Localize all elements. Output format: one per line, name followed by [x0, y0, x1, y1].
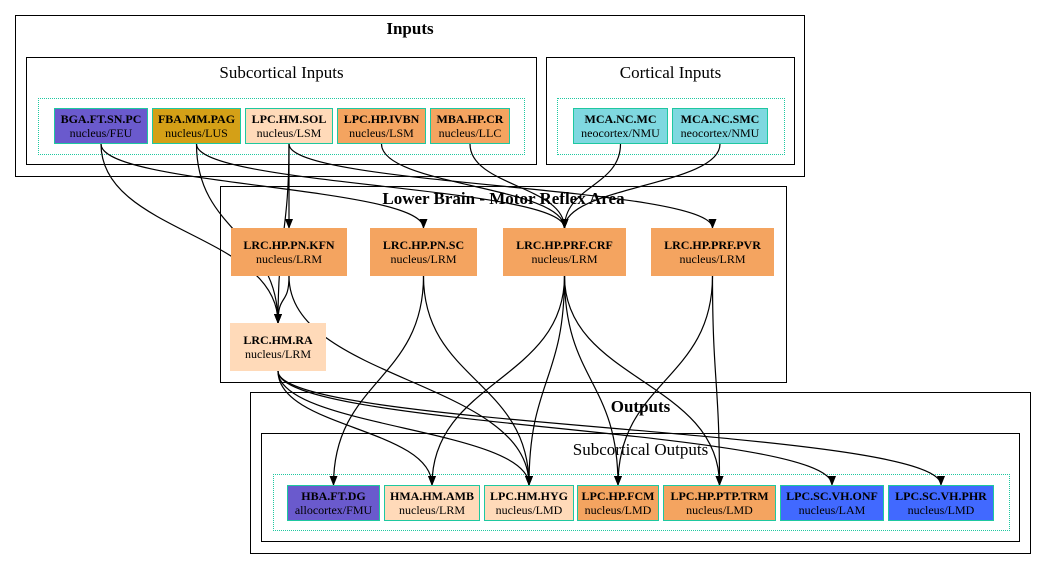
- cluster-title: Cortical Inputs: [619, 63, 722, 82]
- node-hba[interactable]: HBA.FT.DG allocortex/FMU: [287, 485, 380, 521]
- node-fba[interactable]: FBA.MM.PAG nucleus/LUS: [152, 108, 241, 144]
- node-name: MCA.NC.SMC: [680, 112, 760, 126]
- edge-lpc_sol-to-pvr: [288, 143, 717, 229]
- edge-fba-to-crf: [195, 143, 569, 229]
- node-type: neocortex/NMU: [581, 126, 660, 140]
- node-crf[interactable]: LRC.HP.PRF.CRF nucleus/LRM: [503, 228, 626, 276]
- node-fcm[interactable]: LPC.HP.FCM nucleus/LMD: [577, 485, 659, 521]
- node-type: allocortex/FMU: [294, 503, 373, 517]
- rank-group-cortical-inputs: [557, 98, 785, 155]
- edge-lpc_ivbn-to-crf: [380, 143, 569, 229]
- node-pvr[interactable]: LRC.HP.PRF.PVR nucleus/LRM: [651, 228, 774, 276]
- node-type: nucleus/LRM: [245, 347, 311, 361]
- node-trm[interactable]: LPC.HP.PTP.TRM nucleus/LMD: [663, 485, 776, 521]
- node-type: nucleus/FEU: [69, 126, 133, 140]
- node-bga[interactable]: BGA.FT.SN.PC nucleus/FEU: [54, 108, 148, 144]
- node-type: nucleus/LMD: [686, 503, 753, 517]
- cluster-subcortical-outputs: Subcortical Outputs: [261, 433, 1020, 542]
- node-name: LPC.HP.PTP.TRM: [670, 489, 769, 503]
- node-name: LRC.HP.PN.SC: [382, 238, 465, 252]
- node-name: LRC.HP.PRF.PVR: [664, 238, 761, 252]
- edge-mca_smc-to-crf: [560, 143, 721, 229]
- edge-pvr-to-trm: [711, 275, 724, 486]
- edge-sc-to-hyg: [422, 275, 533, 486]
- node-mca-smc[interactable]: MCA.NC.SMC neocortex/NMU: [672, 108, 768, 144]
- node-type: neocortex/NMU: [680, 126, 760, 140]
- cluster-title: Outputs: [610, 397, 671, 416]
- node-name: HMA.HM.AMB: [390, 489, 474, 503]
- node-mca-mc[interactable]: MCA.NC.MC neocortex/NMU: [573, 108, 668, 144]
- cluster-cortical-inputs: Cortical Inputs: [546, 57, 795, 165]
- node-name: LPC.SC.VH.PHR: [895, 489, 987, 503]
- node-hyg[interactable]: LPC.HM.HYG nucleus/LMD: [484, 485, 574, 521]
- node-type: nucleus/LRM: [390, 252, 457, 266]
- node-name: LPC.HP.IVBN: [343, 112, 420, 126]
- edge-mca_mc-to-crf: [560, 143, 622, 229]
- edge-crf-to-fcm: [563, 275, 622, 486]
- node-type: nucleus/LMD: [584, 503, 652, 517]
- cluster-title: Subcortical Outputs: [572, 440, 709, 459]
- node-name: BGA.FT.SN.PC: [60, 112, 142, 126]
- node-name: LPC.HM.SOL: [251, 112, 327, 126]
- node-type: nucleus/LMD: [907, 503, 975, 517]
- rank-group-subcortical-outputs: [273, 474, 1010, 531]
- node-type: nucleus/LRM: [679, 252, 746, 266]
- node-type: nucleus/LMD: [495, 503, 563, 517]
- cluster-title: Subcortical Inputs: [219, 63, 344, 82]
- edge-ra-to-onf: [277, 370, 836, 486]
- node-sc[interactable]: LRC.HP.PN.SC nucleus/LRM: [370, 228, 477, 276]
- edge-bga-to-sc: [100, 143, 428, 229]
- node-phr[interactable]: LPC.SC.VH.PHR nucleus/LMD: [888, 485, 994, 521]
- node-name: HBA.FT.DG: [301, 489, 366, 503]
- edge-sc-to-hba: [329, 275, 425, 486]
- node-lpc-sol[interactable]: LPC.HM.SOL nucleus/LSM: [245, 108, 333, 144]
- cluster-title: Inputs: [386, 19, 434, 38]
- node-type: nucleus/LSM: [349, 126, 414, 140]
- node-name: FBA.MM.PAG: [157, 112, 236, 126]
- rank-group-subcortical-inputs: [38, 98, 525, 155]
- node-type: nucleus/LRM: [531, 252, 598, 266]
- node-name: LPC.HP.FCM: [581, 489, 655, 503]
- edge-crf-to-amb: [428, 275, 566, 486]
- node-type: nucleus/LRM: [399, 503, 465, 517]
- node-type: nucleus/LLC: [438, 126, 502, 140]
- node-name: LPC.HM.HYG: [490, 489, 568, 503]
- node-type: nucleus/LRM: [256, 252, 322, 266]
- node-name: LRC.HP.PN.KFN: [243, 238, 335, 252]
- node-type: nucleus/LSM: [256, 126, 322, 140]
- cluster-subcortical-inputs: Subcortical Inputs: [26, 57, 537, 165]
- node-name: LPC.SC.VH.ONF: [786, 489, 878, 503]
- node-name: LRC.HM.RA: [243, 333, 313, 347]
- node-name: LRC.HP.PRF.CRF: [516, 238, 613, 252]
- node-lpc-ivbn[interactable]: LPC.HP.IVBN nucleus/LSM: [337, 108, 426, 144]
- edge-crf-to-trm: [563, 275, 724, 486]
- node-kfn[interactable]: LRC.HP.PN.KFN nucleus/LRM: [231, 228, 347, 276]
- edge-mba-to-crf: [469, 143, 569, 229]
- node-ra[interactable]: LRC.HM.RA nucleus/LRM: [230, 323, 326, 371]
- edge-ra-to-amb: [277, 370, 436, 486]
- edge-bga-to-ra: [100, 143, 282, 324]
- edge-pvr-to-fcm: [614, 275, 714, 486]
- node-amb[interactable]: HMA.HM.AMB nucleus/LRM: [384, 485, 480, 521]
- node-type: nucleus/LAM: [798, 503, 866, 517]
- edge-kfn-to-ra: [274, 275, 290, 324]
- node-onf[interactable]: LPC.SC.VH.ONF nucleus/LAM: [780, 485, 884, 521]
- edge-ra-to-phr: [277, 370, 945, 486]
- node-type: nucleus/LUS: [165, 126, 228, 140]
- cluster-outputs: Outputs: [250, 392, 1031, 554]
- node-name: MBA.HP.CR: [436, 112, 504, 126]
- edge-crf-to-hyg: [525, 275, 566, 486]
- node-name: MCA.NC.MC: [584, 112, 657, 126]
- node-mba[interactable]: MBA.HP.CR nucleus/LLC: [430, 108, 510, 144]
- edge-ra-to-hyg: [277, 370, 533, 486]
- edge-kfn-to-hyg: [288, 275, 533, 486]
